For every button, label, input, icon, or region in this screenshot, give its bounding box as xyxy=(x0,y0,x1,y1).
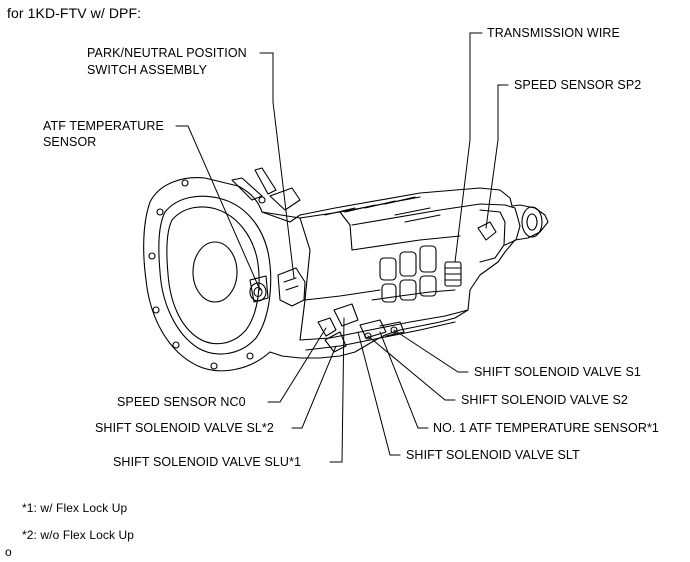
label-shift-solenoid-sl: SHIFT SOLENOID VALVE SL*2 xyxy=(95,421,274,435)
label-park-neutral-line1: PARK/NEUTRAL POSITION xyxy=(87,46,247,60)
park-neutral-switch xyxy=(277,267,306,307)
label-park-neutral-line2: SWITCH ASSEMBLY xyxy=(87,63,208,77)
label-transmission-wire: TRANSMISSION WIRE xyxy=(487,26,620,40)
page-title: for 1KD-FTV w/ DPF: xyxy=(7,5,142,21)
label-speed-sensor-sp2: SPEED SENSOR SP2 xyxy=(514,78,642,92)
label-shift-solenoid-slu: SHIFT SOLENOID VALVE SLU*1 xyxy=(113,455,302,469)
label-shift-solenoid-s1: SHIFT SOLENOID VALVE S1 xyxy=(474,365,641,379)
speed-sensor-nc0 xyxy=(317,317,337,337)
footnote-1: *1: w/ Flex Lock Up xyxy=(22,501,128,515)
atf-temperature-sensor xyxy=(249,275,269,303)
label-shift-solenoid-slt: SHIFT SOLENOID VALVE SLT xyxy=(406,448,580,462)
label-speed-sensor-nc0: SPEED SENSOR NC0 xyxy=(117,395,246,409)
label-shift-solenoid-s2: SHIFT SOLENOID VALVE S2 xyxy=(461,393,628,407)
bell-housing-outline xyxy=(143,177,549,372)
label-no1-atf-temp: NO. 1 ATF TEMPERATURE SENSOR*1 xyxy=(433,421,659,435)
label-atf-temp-line2: SENSOR xyxy=(43,135,97,149)
shift-solenoid-sl xyxy=(324,331,347,353)
shift-solenoid-slu xyxy=(333,303,359,327)
shift-solenoid-cluster xyxy=(359,319,387,339)
label-atf-temp-line1: ATF TEMPERATURE xyxy=(43,119,164,133)
corner-mark: o xyxy=(5,545,12,559)
footnote-2: *2: w/o Flex Lock Up xyxy=(22,528,135,542)
speed-sensor-sp2 xyxy=(477,221,497,241)
